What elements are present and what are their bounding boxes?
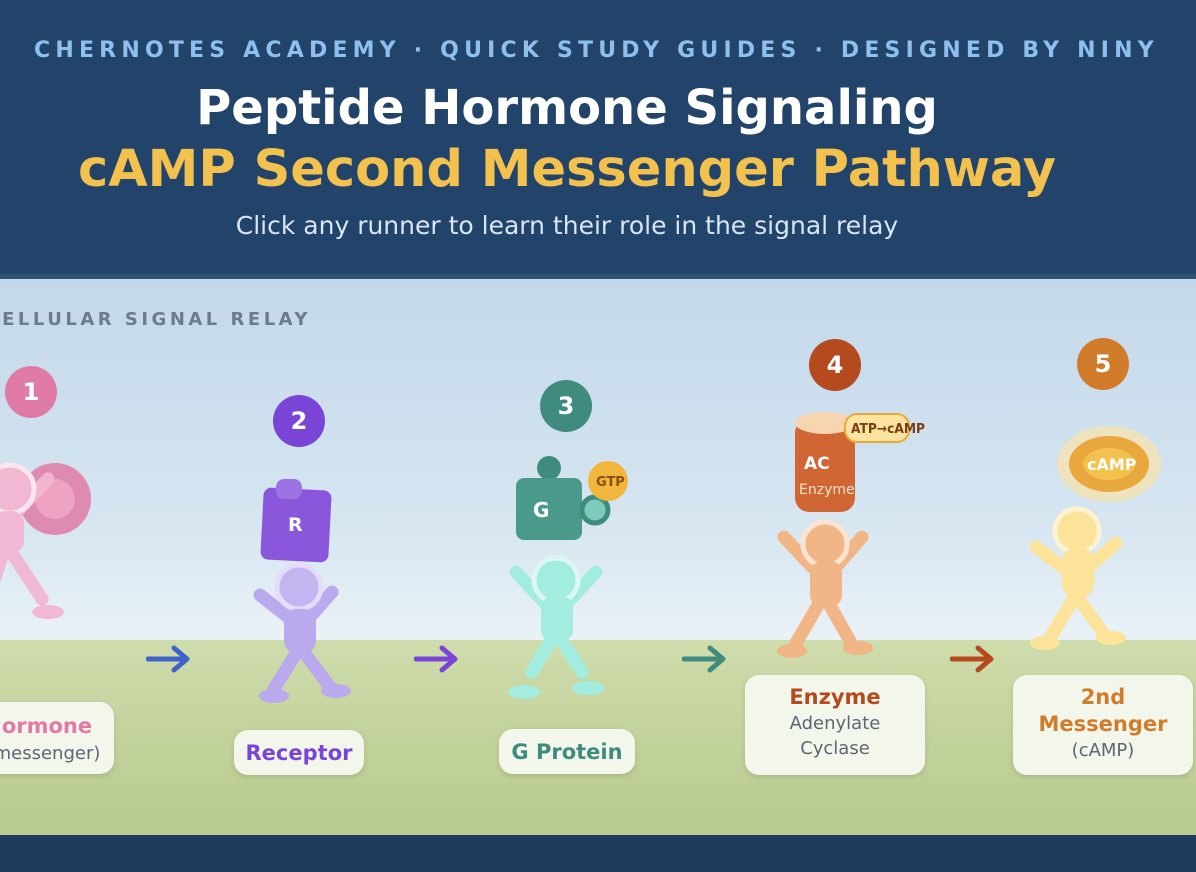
second-messenger-title-2: Messenger (1038, 712, 1168, 736)
enzyme-badge-sub: Enzyme (799, 482, 855, 498)
enzyme-runner[interactable]: ATP→cAMP AC Enzyme (770, 409, 930, 664)
atp-camp-tag: ATP→cAMP (851, 422, 925, 437)
footer-bar (0, 835, 1196, 872)
signal-relay-scene: ACELLULAR SIGNAL RELAY 1 ormone messenge… (0, 279, 1196, 835)
page-title: Peptide Hormone Signaling (196, 80, 938, 136)
arrow-icon (146, 645, 190, 673)
kicker-text: CHERNOTES ACADEMY · QUICK STUDY GUIDES ·… (34, 38, 1159, 63)
receptor-runner[interactable]: R (240, 477, 360, 712)
relay-label: ACELLULAR SIGNAL RELAY (0, 309, 311, 330)
instruction-text: Click any runner to learn their role in … (235, 211, 899, 240)
g-protein-badge: G (533, 498, 549, 522)
g-protein-runner[interactable]: GTP G (500, 454, 635, 704)
g-protein-title: G Protein (511, 740, 623, 764)
header-banner: CHERNOTES ACADEMY · QUICK STUDY GUIDES ·… (0, 0, 1196, 276)
second-messenger-subtitle: (cAMP) (1071, 740, 1135, 761)
enzyme-subtitle-2: Cyclase (800, 738, 870, 759)
step-number-2: 2 (273, 395, 325, 447)
atp-camp-tag-icon (844, 413, 910, 443)
enzyme-subtitle-1: Adenylate (789, 713, 881, 734)
hormone-card[interactable]: ormone messenger) (0, 702, 114, 774)
second-messenger-runner[interactable]: cAMP (1020, 419, 1170, 659)
second-messenger-card[interactable]: 2nd Messenger (cAMP) (1013, 675, 1193, 775)
arrow-icon (682, 645, 726, 673)
enzyme-badge: AC (804, 454, 830, 474)
page-subtitle: cAMP Second Messenger Pathway (77, 140, 1056, 199)
g-protein-card[interactable]: G Protein (499, 729, 635, 774)
gtp-tag: GTP (596, 475, 625, 490)
step-number-1: 1 (5, 366, 57, 418)
arrow-icon (950, 645, 994, 673)
receptor-card[interactable]: Receptor (234, 730, 364, 775)
camp-badge: cAMP (1087, 455, 1137, 474)
second-messenger-title: 2nd (1080, 685, 1126, 709)
enzyme-title: Enzyme (789, 685, 881, 709)
hormone-runner[interactable] (0, 449, 100, 629)
arrow-icon (414, 645, 458, 673)
hormone-title: ormone (1, 714, 93, 738)
header-divider (0, 274, 1196, 279)
enzyme-card[interactable]: Enzyme Adenylate Cyclase (745, 675, 925, 775)
g-protein-icon (516, 478, 582, 540)
receptor-icon (260, 487, 332, 563)
receptor-badge: R (288, 514, 303, 536)
step-number-4: 4 (809, 339, 861, 391)
step-number-5: 5 (1077, 338, 1129, 390)
receptor-title: Receptor (245, 741, 353, 765)
hormone-subtitle: messenger) (0, 743, 101, 764)
gtp-icon (588, 461, 628, 501)
step-number-3: 3 (540, 380, 592, 432)
adenylate-cyclase-icon (795, 419, 855, 512)
